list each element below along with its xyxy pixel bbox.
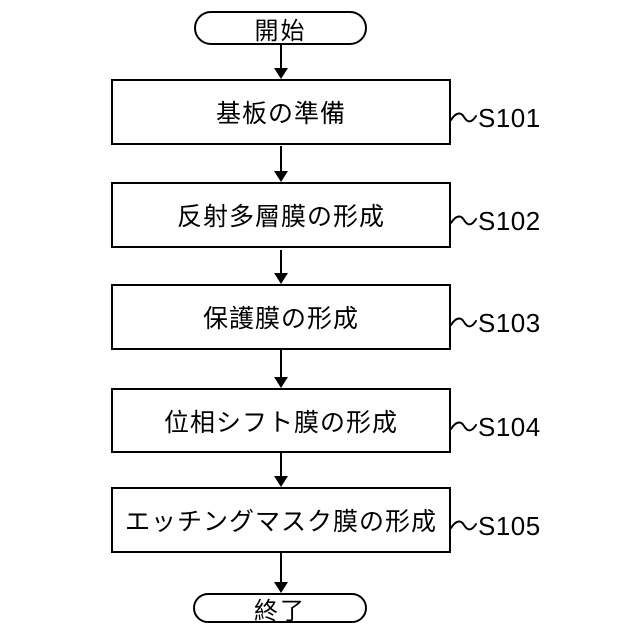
flow-arrow [274,146,288,182]
tilde-connector-icon [450,317,477,328]
process-step-box-reflective-multilayer-formation: 反射多層膜の形成 [111,182,451,248]
flow-arrow [274,45,288,79]
flow-arrow [274,350,288,388]
process-step-label: 反射多層膜の形成 [176,203,385,231]
process-step-label: 基板の準備 [215,100,346,128]
process-step-label: エッチングマスク膜の形成 [124,508,437,536]
flow-arrow [274,250,288,284]
flow-arrow [274,553,288,593]
tilde-connector-icon [450,520,477,531]
end-terminal-label: 終了 [254,597,306,625]
start-terminal-label: 開始 [254,17,307,45]
flow-arrow [274,453,288,487]
process-step-box-phase-shift-film-formation: 位相シフト膜の形成 [111,388,451,453]
step-id-text: S104 [478,411,541,442]
step-id-text: S101 [478,102,541,133]
step-id-text: S105 [478,510,541,541]
step-id-label-s104: S104 [450,412,541,442]
step-id-label-s102: S102 [450,206,541,236]
process-step-box-substrate-preparation: 基板の準備 [111,79,451,145]
tilde-connector-icon [450,112,477,123]
end-terminal: 終了 [193,593,367,625]
start-terminal: 開始 [194,11,367,45]
step-id-label-s101: S101 [450,103,541,133]
step-id-text: S103 [478,307,541,338]
process-step-label: 保護膜の形成 [202,305,359,333]
tilde-connector-icon [450,215,477,226]
process-step-box-protective-film-formation: 保護膜の形成 [111,284,451,350]
step-id-text: S102 [478,205,541,236]
process-step-label: 位相シフト膜の形成 [163,408,398,437]
step-id-label-s103: S103 [450,308,541,338]
process-step-box-etching-mask-film-formation: エッチングマスク膜の形成 [111,487,451,553]
step-id-label-s105: S105 [450,511,541,541]
tilde-connector-icon [450,421,477,432]
